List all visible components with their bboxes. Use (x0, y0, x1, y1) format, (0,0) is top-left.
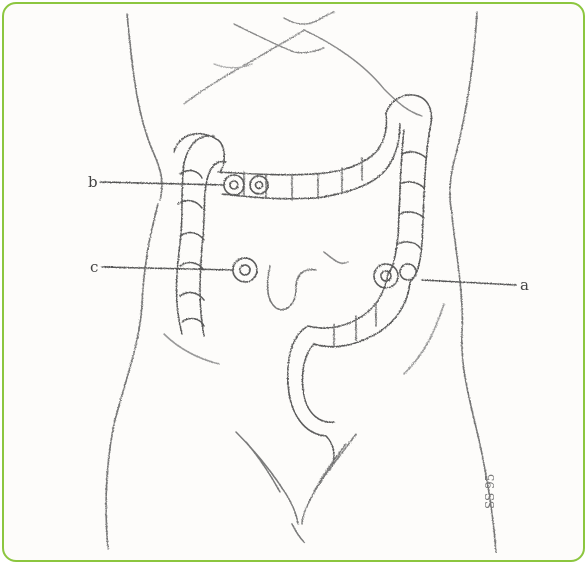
colon-sketch: b c a SS 95 (4, 4, 583, 560)
stoma-b (224, 175, 268, 195)
label-c: c (90, 258, 98, 276)
signature: SS 95 (483, 474, 497, 509)
torso-outline (106, 12, 496, 552)
leader-c (102, 267, 233, 270)
pelvis-outline (236, 432, 356, 542)
leader-a (422, 280, 516, 285)
label-a: a (520, 276, 529, 294)
label-b: b (88, 173, 98, 191)
large-intestine (174, 95, 432, 466)
stoma-c (233, 258, 257, 282)
ribcage (184, 12, 422, 116)
